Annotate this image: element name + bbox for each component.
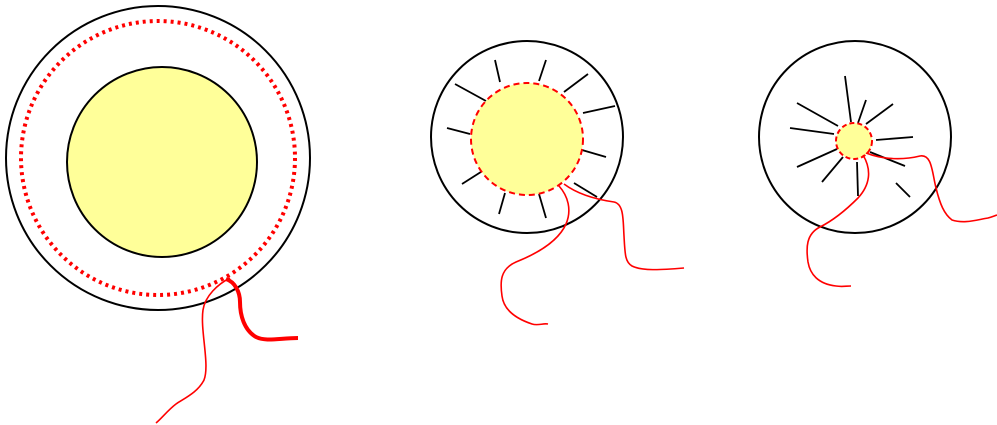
panel-stage-3 (759, 41, 997, 286)
panel-1-core (67, 67, 257, 257)
panel-2-cord-left (501, 186, 569, 325)
panel-2-ray (455, 84, 486, 101)
panel-3-cord-left (807, 155, 869, 286)
panel-1-cord-thick (226, 279, 298, 340)
panel-2-cord-right (564, 184, 684, 270)
panel-3-ray (822, 157, 843, 182)
panel-3-ray (866, 104, 893, 124)
panel-3-ray (876, 137, 913, 140)
panel-3-ray (790, 128, 834, 134)
panel-2-ray (539, 194, 546, 218)
panel-1-cord-thin (156, 278, 230, 423)
panel-2-ray (539, 60, 546, 81)
panel-2-ray (583, 106, 615, 113)
panel-2-ray (495, 60, 500, 82)
panel-2-ray (564, 74, 588, 92)
panel-3-ray (858, 100, 866, 123)
panel-3-ray (896, 183, 910, 197)
panel-3-ray (857, 162, 858, 196)
panel-2-ray (447, 128, 470, 134)
panel-3-ray (797, 103, 838, 126)
panel-2-ray (499, 193, 505, 214)
panel-2-ray (582, 150, 606, 157)
panel-3-ray (845, 76, 851, 122)
panel-3-cord-right (866, 153, 997, 222)
panel-2-core (471, 83, 583, 195)
panel-3-ray (797, 149, 837, 167)
panel-stage-2 (431, 41, 684, 325)
panel-stage-1 (6, 6, 310, 423)
